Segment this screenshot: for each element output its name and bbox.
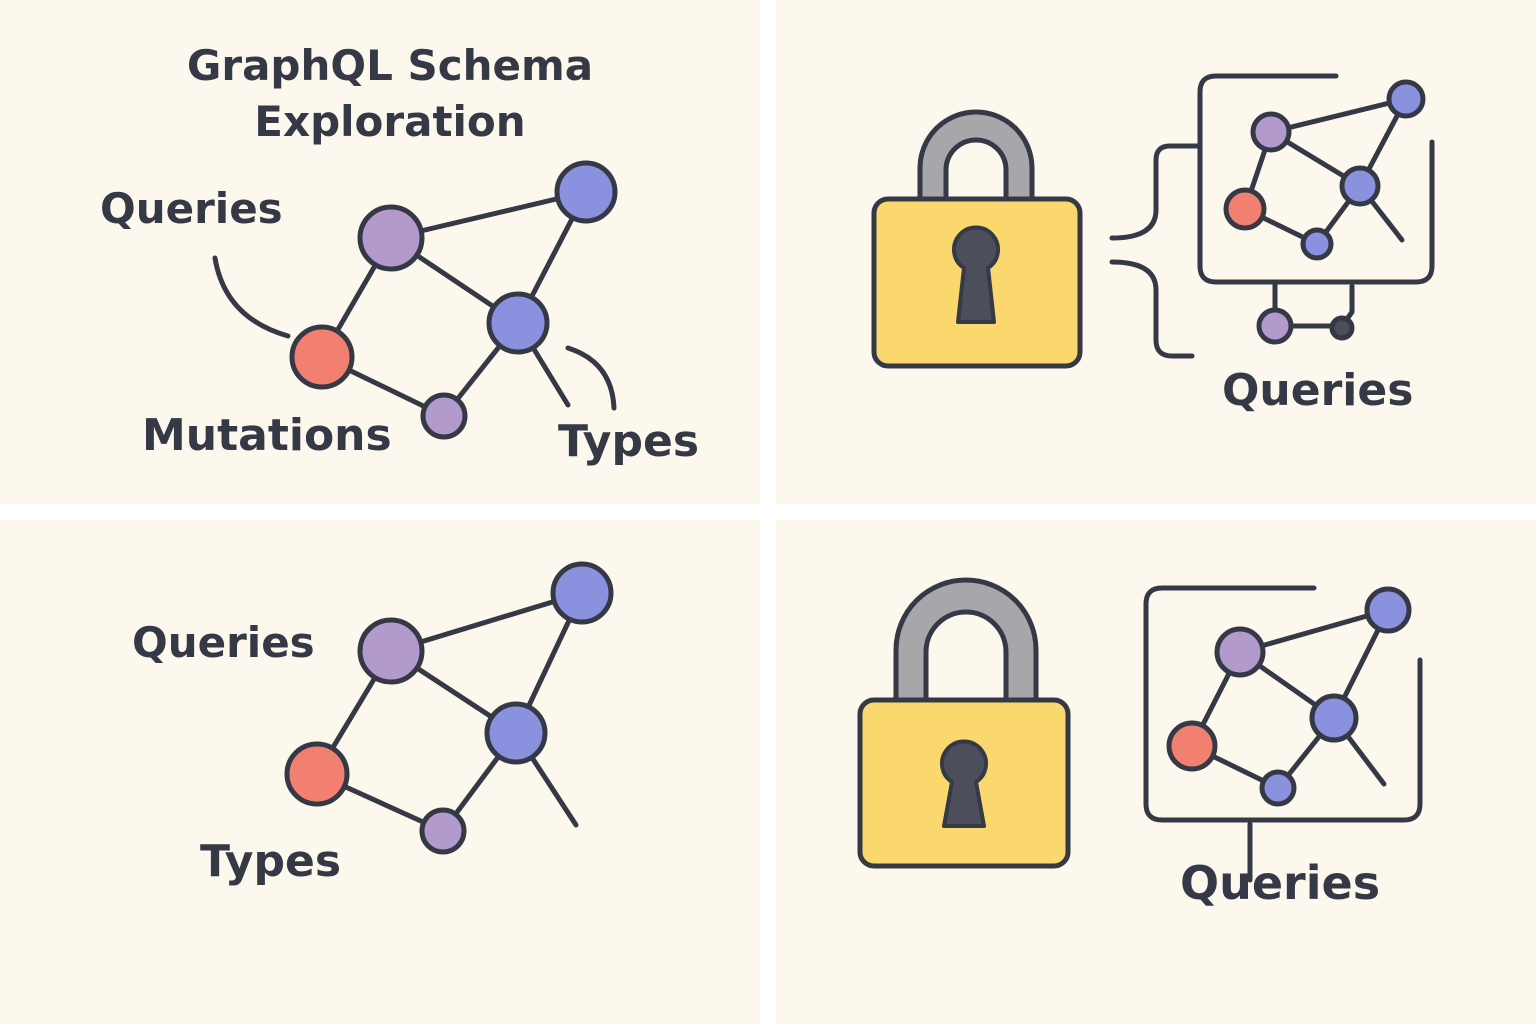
- schema-frame: [1143, 585, 1423, 823]
- label-queries: Queries: [1180, 856, 1381, 910]
- keyhole-icon: [940, 739, 988, 828]
- label-queries: Queries: [100, 184, 283, 233]
- label-types: Types: [558, 416, 700, 467]
- label-queries: Queries: [132, 618, 315, 667]
- graph-node: [1386, 79, 1426, 119]
- label-types: Types: [200, 836, 342, 887]
- graph-node: [550, 561, 614, 625]
- graph-node: [1364, 586, 1412, 634]
- graph-node: [1214, 626, 1266, 678]
- graph-node: [357, 204, 425, 272]
- schema-graph-1: [212, 160, 618, 440]
- graph-node: [420, 392, 468, 440]
- graph-node: [1256, 307, 1294, 345]
- graph-edge: [1237, 607, 1391, 655]
- connector-queries: [212, 255, 291, 339]
- secured-schema-1: [871, 73, 1435, 369]
- title-line-2: Exploration: [254, 97, 526, 146]
- panel-queries-types: Queries Types: [0, 520, 760, 1024]
- graph-node: [1339, 165, 1381, 207]
- graph-node: [289, 324, 355, 390]
- keyhole-icon: [952, 225, 1000, 324]
- graph-node: [1309, 693, 1359, 743]
- schema-graph-2: [284, 561, 614, 855]
- graph-node: [1259, 769, 1297, 807]
- title-line-1: GraphQL Schema: [186, 41, 594, 90]
- secured-schema-2: [857, 577, 1423, 883]
- graph-node: [1166, 720, 1218, 772]
- bracket-connector: [1109, 259, 1195, 359]
- graph-edge: [1268, 96, 1409, 135]
- panel-secured-queries-2: Queries: [776, 520, 1536, 1024]
- padlock-icon: [871, 109, 1083, 369]
- graph-node: [357, 617, 425, 685]
- graph-node: [554, 160, 618, 224]
- graph-node: [284, 741, 350, 807]
- panel-secured-queries: Queries: [776, 0, 1536, 504]
- graph-node: [486, 291, 550, 355]
- graph-node: [1300, 227, 1334, 261]
- bracket-connector: [1109, 143, 1201, 241]
- label-queries: Queries: [1222, 365, 1414, 416]
- connector-types: [565, 345, 617, 411]
- schema-frame: [1197, 73, 1435, 285]
- diagram-title: GraphQL Schema Exploration: [120, 38, 660, 150]
- label-mutations: Mutations: [142, 410, 392, 461]
- padlock-icon: [857, 577, 1071, 869]
- panel-schema-exploration: GraphQL Schema Exploration Queries Mutat…: [0, 0, 760, 504]
- graph-node: [1250, 111, 1292, 153]
- graph-node: [484, 701, 548, 765]
- graph-node: [1223, 187, 1267, 231]
- graph-node: [1329, 315, 1355, 341]
- graph-node: [419, 807, 467, 855]
